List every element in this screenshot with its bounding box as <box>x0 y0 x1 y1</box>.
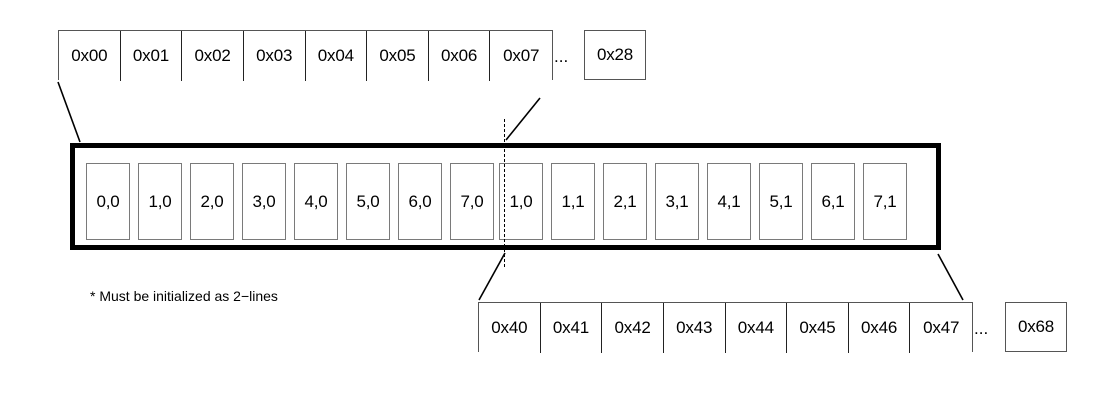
cache-line-box: 0,0 1,0 2,0 3,0 4,0 5,0 6,0 7,0 1,0 1,1 … <box>70 143 941 250</box>
cache-line-separator-dashed <box>504 119 505 267</box>
bottom-address-cell: 0x40 <box>479 303 541 353</box>
bottom-address-strip: 0x40 0x41 0x42 0x43 0x44 0x45 0x46 0x47 <box>478 302 973 353</box>
bottom-address-tail-cell: 0x68 <box>1005 302 1067 352</box>
cache-word-cell: 1,0 <box>499 163 543 240</box>
leader-line-bottom-left <box>478 252 506 301</box>
cache-word-cell: 2,0 <box>190 163 234 240</box>
cache-word-cell: 5,1 <box>759 163 803 240</box>
top-address-cell: 0x07 <box>490 31 552 81</box>
top-address-cell: 0x02 <box>182 31 244 81</box>
cache-word-cell: 2,1 <box>603 163 647 240</box>
bottom-address-cell: 0x47 <box>910 303 972 353</box>
top-address-tail-cell: 0x28 <box>584 30 646 80</box>
cache-word-cell: 4,1 <box>707 163 751 240</box>
cache-word-cell: 6,0 <box>398 163 442 240</box>
cache-word-cell: 3,1 <box>655 163 699 240</box>
cache-word-cell: 1,1 <box>551 163 595 240</box>
top-address-ellipsis: ... <box>554 47 569 66</box>
bottom-address-cell: 0x42 <box>602 303 664 353</box>
top-address-cell: 0x05 <box>367 31 429 81</box>
cache-word-cells: 0,0 1,0 2,0 3,0 4,0 5,0 6,0 7,0 1,0 1,1 … <box>75 148 946 255</box>
cache-word-cell: 0,0 <box>86 163 130 240</box>
bottom-address-cell: 0x45 <box>787 303 849 353</box>
bottom-address-cell: 0x46 <box>848 303 911 353</box>
top-address-cell: 0x01 <box>120 31 183 81</box>
leader-line-top-left <box>57 81 81 143</box>
top-address-cell: 0x03 <box>243 31 306 81</box>
leader-line-bottom-right <box>937 253 964 301</box>
bottom-address-cell: 0x43 <box>663 303 726 353</box>
bottom-address-cell: 0x41 <box>540 303 603 353</box>
cache-word-cell: 3,0 <box>242 163 286 240</box>
cache-word-cell: 4,0 <box>294 163 338 240</box>
top-address-cell: 0x06 <box>428 31 491 81</box>
bottom-address-cell: 0x44 <box>725 303 788 353</box>
cache-word-cell: 7,1 <box>863 163 907 240</box>
cache-word-cell: 5,0 <box>346 163 390 240</box>
footnote-text: * Must be initialized as 2−lines <box>90 288 278 304</box>
cache-word-cell: 1,0 <box>138 163 182 240</box>
cache-word-cell: 6,1 <box>811 163 855 240</box>
leader-line-top-right <box>505 97 541 141</box>
bottom-address-ellipsis: ... <box>974 319 989 338</box>
top-address-cell: 0x00 <box>59 31 121 81</box>
cache-word-cell: 7,0 <box>450 163 494 240</box>
top-address-strip: 0x00 0x01 0x02 0x03 0x04 0x05 0x06 0x07 <box>58 30 553 81</box>
top-address-cell: 0x04 <box>305 31 368 81</box>
